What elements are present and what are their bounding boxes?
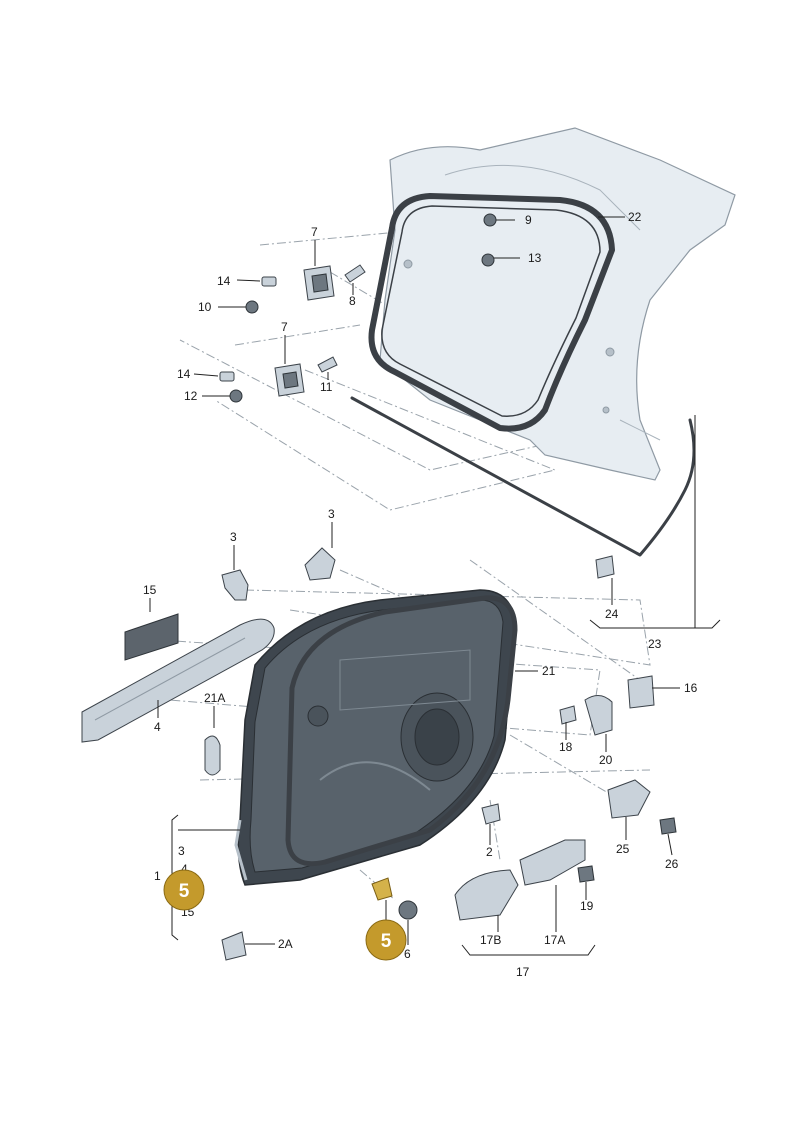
label-21: 21 [542,664,556,678]
bolt-13 [481,253,495,267]
label-16: 16 [684,681,698,695]
label-8: 8 [349,294,356,308]
bolt-26 [659,817,677,835]
label-7-upper: 7 [311,225,318,239]
label-2a: 2A [278,937,293,951]
striker-16 [627,675,655,709]
bolt-19 [577,865,595,883]
label-2: 2 [486,845,493,859]
pad-15 [124,613,179,661]
label-14-lower: 14 [177,367,191,381]
label-3-bottom: 3 [178,844,185,858]
label-23: 23 [648,637,662,651]
label-24: 24 [605,607,619,621]
part-labels: 7 7 14 10 14 12 8 11 9 13 22 3 3 15 4 21… [143,210,698,979]
label-1: 1 [154,869,161,883]
badge-number-left: 5 [179,881,190,902]
door-reinforcement [81,618,275,743]
nut-6 [398,900,418,920]
bolt-12 [229,389,243,403]
label-12: 12 [184,389,198,403]
label-7-lower: 7 [281,320,288,334]
label-22: 22 [628,210,642,224]
door-seal [285,595,518,867]
label-4: 4 [154,720,161,734]
leader-lines [149,216,721,956]
bolt-24 [595,555,615,579]
bracket-25 [607,779,651,819]
bolt-11 [317,356,338,373]
bolt-2 [481,803,501,825]
upper-hinge [303,265,335,301]
label-26: 26 [665,857,679,871]
badge-number-bolt: 5 [381,931,392,952]
bolt-9 [483,213,497,227]
label-4-bottom: 4 [181,862,188,876]
label-11: 11 [320,380,333,394]
label-17a: 17A [544,933,565,947]
label-6: 6 [404,947,411,961]
door-opening-seal [368,193,615,432]
highlight-badge-bolt[interactable]: 5 [365,900,407,961]
bolt-18 [559,705,577,725]
spacer-14a [261,276,277,287]
clip-2a [221,931,247,961]
label-17b: 17B [480,933,501,947]
bolt-8 [344,264,366,283]
guide-20 [584,695,613,736]
label-19: 19 [580,899,594,913]
door-opening-seal-inner [381,205,601,417]
label-18: 18 [559,740,573,754]
foam-21a [204,735,221,776]
label-9: 9 [525,213,532,227]
bolt-5 [371,877,393,901]
label-3-left: 3 [230,530,237,544]
label-25: 25 [616,842,630,856]
label-14-upper: 14 [217,274,231,288]
handle-carrier-17b [454,869,519,921]
label-17: 17 [516,965,530,979]
label-10: 10 [198,300,212,314]
sill-seal-strip [350,396,696,557]
spacer-14b [219,371,235,382]
label-15: 15 [143,583,157,597]
body-side-panel [379,127,736,481]
lower-hinge [274,363,305,397]
bracket-3-right [304,547,336,581]
hinge-fasteners [219,213,615,579]
check-strap-17a [519,839,586,886]
label-21a: 21A [204,691,225,705]
bracket-3-left [221,569,249,601]
highlight-badge-left[interactable]: 5 [163,869,205,911]
label-13: 13 [528,251,542,265]
label-20: 20 [599,753,613,767]
label-3-right: 3 [328,507,335,521]
door-shell [234,589,516,886]
bolt-10 [245,300,259,314]
